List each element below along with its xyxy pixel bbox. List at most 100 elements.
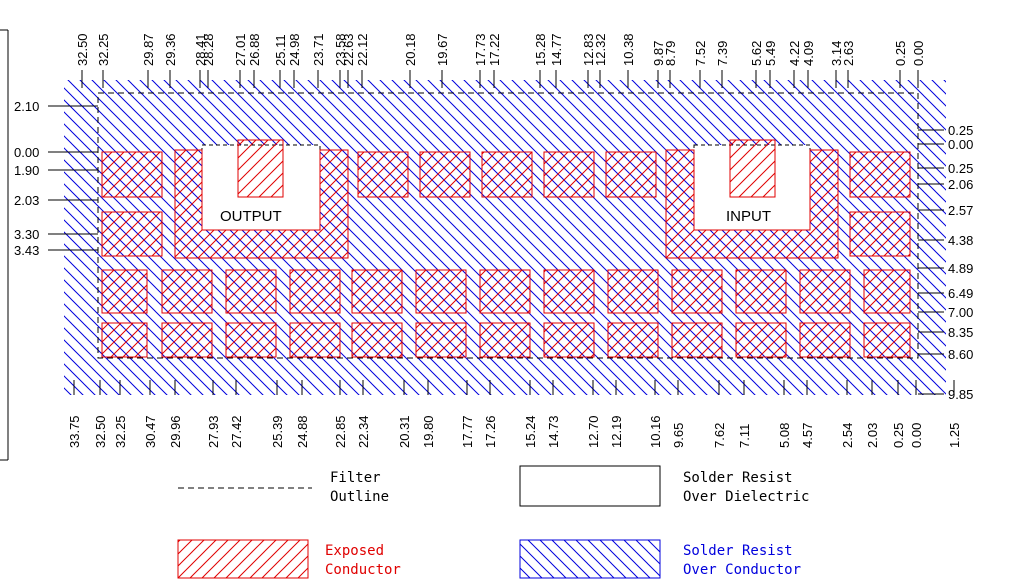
right-dimension-label: 4.89 [948, 261, 973, 276]
conductor-pad [161, 322, 213, 358]
legend-exposed-conductor: Exposed Conductor [177, 539, 401, 579]
bottom-dimension-label: 20.31 [397, 415, 412, 448]
conductor-pad [729, 139, 776, 198]
top-dimension-label: 7.39 [715, 41, 730, 66]
right-dimension-label: 7.00 [948, 305, 973, 320]
top-dimension-label: 27.01 [233, 33, 248, 66]
bottom-dimension-label: 2.54 [840, 423, 855, 448]
bottom-dimension-label: 32.25 [113, 415, 128, 448]
right-dimension-label: 0.25 [948, 161, 973, 176]
left-dimension-label: 3.43 [14, 243, 39, 258]
bottom-dimension-label: 7.62 [712, 423, 727, 448]
right-dimension-label: 2.06 [948, 177, 973, 192]
bottom-dimension-label: 2.03 [865, 423, 880, 448]
bottom-dimension-label: 17.77 [460, 415, 475, 448]
right-dimension-labels: 0.250.000.252.062.574.384.896.497.008.35… [918, 123, 973, 402]
top-dimension-label: 4.22 [787, 41, 802, 66]
left-dimension-label: 0.00 [14, 145, 39, 160]
bottom-dimension-label: 9.65 [671, 423, 686, 448]
right-dimension-label: 4.38 [948, 233, 973, 248]
right-dimension-label: 2.57 [948, 203, 973, 218]
top-dimension-label: 23.71 [311, 33, 326, 66]
conductor-pad [225, 322, 277, 358]
legend-solder-resist-conductor: Solder Resist Over Conductor [519, 539, 801, 579]
top-dimension-label: 23.58 [333, 33, 348, 66]
output-port-label: OUTPUT [220, 208, 282, 225]
right-dimension-label: 8.60 [948, 347, 973, 362]
legend-dielectric-line2: Over Dielectric [683, 489, 809, 505]
right-dimension-label: 9.85 [948, 387, 973, 402]
conductor-pad [237, 139, 284, 198]
conductor-pad [799, 269, 851, 314]
bottom-dimension-label: 19.80 [421, 415, 436, 448]
top-dimension-label: 12.32 [593, 33, 608, 66]
right-dimension-label: 8.35 [948, 325, 973, 340]
bottom-dimension-label: 4.57 [800, 423, 815, 448]
conductor-pad [735, 322, 787, 358]
conductor-pad [225, 269, 277, 314]
top-dimension-label: 17.22 [487, 33, 502, 66]
right-dimension-label: 0.25 [948, 123, 973, 138]
conductor-pad [481, 151, 533, 198]
legend: Filter Outline Solder Resist Over Dielec… [177, 465, 809, 579]
right-dimension-label: 0.00 [948, 137, 973, 152]
legend-filter-outline-line1: Filter [330, 470, 381, 486]
bottom-dimension-label: 30.47 [143, 415, 158, 448]
left-dimension-labels: 2.100.001.902.033.303.43 [14, 99, 98, 258]
legend-solder-resist-dielectric: Solder Resist Over Dielectric [519, 465, 809, 507]
bottom-dimension-label: 15.24 [523, 415, 538, 448]
conductor-pad [101, 151, 163, 198]
top-dimension-label: 17.73 [473, 33, 488, 66]
legend-resist-conductor-line2: Over Conductor [683, 562, 801, 578]
top-dimension-label: 0.00 [911, 41, 926, 66]
conductor-pad [671, 269, 723, 314]
top-dimension-label: 22.63 [341, 33, 356, 66]
top-dimension-label: 28.41 [193, 33, 208, 66]
top-dimension-label: 25.11 [273, 34, 288, 66]
legend-filter-outline: Filter Outline [178, 470, 389, 505]
left-dimension-label: 2.03 [14, 193, 39, 208]
legend-filter-outline-line2: Outline [330, 489, 389, 505]
conductor-pad [849, 211, 911, 257]
conductor-pad [799, 322, 851, 358]
left-dimension-label: 2.10 [14, 99, 39, 114]
top-dimension-label: 5.62 [749, 41, 764, 66]
bottom-dimension-label: 10.16 [648, 415, 663, 448]
top-dimension-label: 32.50 [75, 33, 90, 66]
conductor-pad [351, 269, 403, 314]
top-dimension-label: 19.67 [435, 33, 450, 66]
conductor-pad [101, 211, 163, 257]
top-dimension-label: 29.36 [163, 33, 178, 66]
top-dimension-label: 2.63 [841, 41, 856, 66]
top-dimension-label: 12.83 [581, 33, 596, 66]
top-dimension-label: 32.25 [96, 33, 111, 66]
bottom-dimension-label: 17.26 [483, 415, 498, 448]
top-dimension-label: 28.28 [201, 33, 216, 66]
top-dimension-label: 15.28 [533, 33, 548, 66]
conductor-pad [479, 269, 531, 314]
conductor-pad [479, 322, 531, 358]
left-dimension-label: 3.30 [14, 227, 39, 242]
top-dimension-label: 14.77 [549, 33, 564, 66]
top-dimension-label: 9.87 [651, 41, 666, 66]
conductor-pad [543, 269, 595, 314]
conductor-pad [607, 322, 659, 358]
legend-resist-conductor-line1: Solder Resist [683, 543, 793, 559]
conductor-pad [415, 322, 467, 358]
bottom-dimension-label: 22.85 [333, 415, 348, 448]
bottom-dimension-label: 27.42 [229, 415, 244, 448]
bottom-dimension-label: 32.50 [93, 415, 108, 448]
top-dimension-label: 10.38 [621, 33, 636, 66]
conductor-pad [671, 322, 723, 358]
bottom-dimension-label: 22.34 [356, 415, 371, 448]
top-dimension-label: 26.88 [247, 33, 262, 66]
conductor-pad [543, 151, 595, 198]
top-dimension-label: 29.87 [141, 33, 156, 66]
right-dimension-label: 6.49 [948, 286, 973, 301]
conductor-pad [863, 322, 911, 358]
input-port-label: INPUT [726, 208, 771, 225]
top-dimension-label: 7.52 [693, 41, 708, 66]
exposed-conductor-pads [101, 139, 911, 358]
